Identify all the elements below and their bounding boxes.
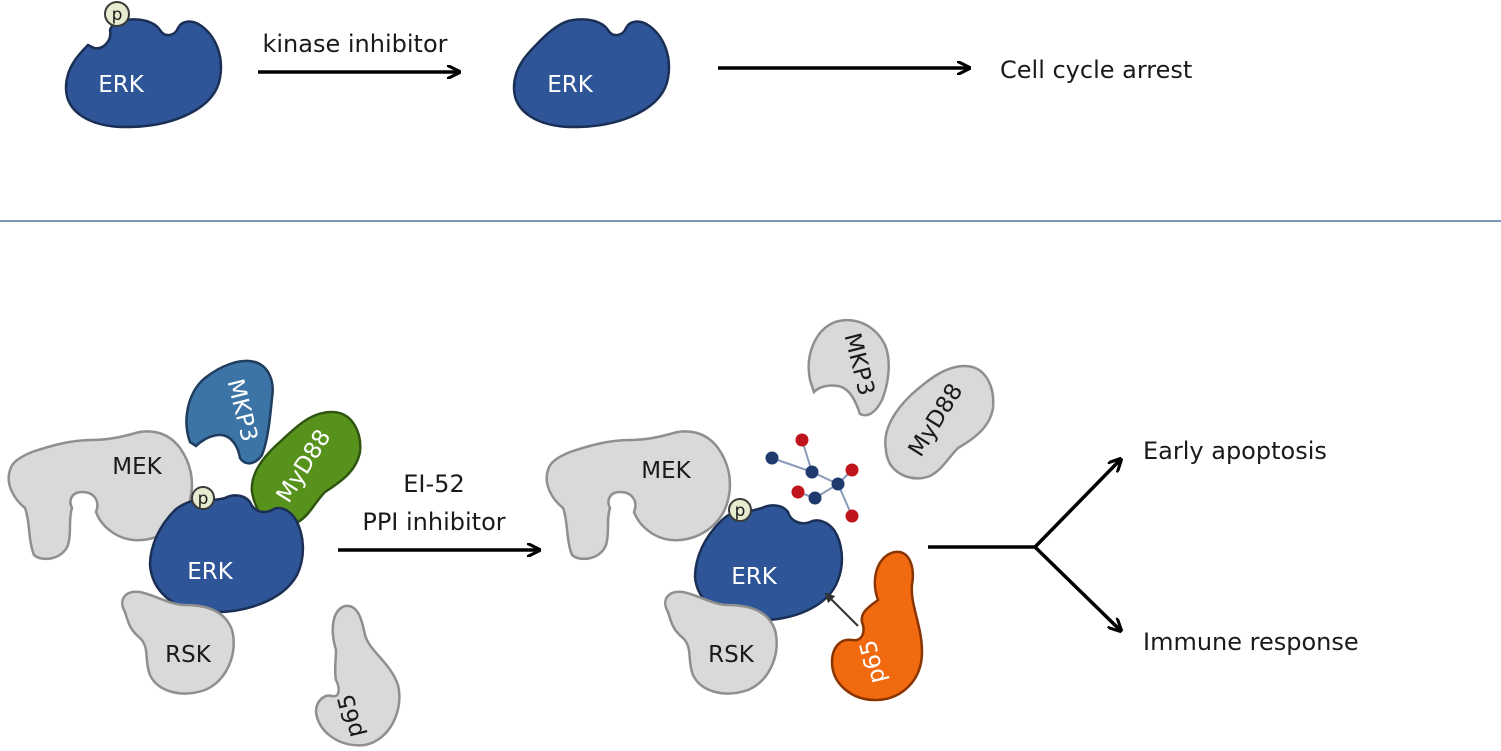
cell-cycle-arrest-label: Cell cycle arrest: [1000, 56, 1192, 84]
mek-protein: MEK: [545, 430, 732, 561]
phosphate-circle: [728, 498, 752, 522]
erk-label: ERK: [187, 559, 234, 585]
p65-protein-active: p65: [830, 550, 924, 702]
erk-protein: ERK p: [693, 498, 844, 622]
rsk-protein: RSK: [664, 590, 778, 695]
kinase-inhibitor-label: kinase inhibitor: [262, 30, 447, 58]
rsk-protein: RSK: [121, 590, 235, 695]
phosphate-circle: [191, 486, 215, 510]
top-panel: ERK p kinase inhibitor ERK Cell cycle ar…: [64, 1, 1192, 129]
branch-upper-arrow: [1033, 460, 1120, 549]
early-apoptosis-label: Early apoptosis: [1143, 437, 1327, 465]
erk-protein: ERK p: [148, 486, 305, 614]
molecule-node: [845, 463, 859, 477]
myd88-protein: MyD88: [884, 364, 995, 480]
phosphate-label: p: [735, 501, 746, 521]
immune-response-label: Immune response: [1143, 628, 1359, 656]
erk-label: ERK: [547, 72, 594, 98]
ei52-label: EI-52: [403, 470, 464, 498]
ppi-inhibitor-label: PPI inhibitor: [362, 508, 505, 536]
p65-protein: p65: [314, 604, 401, 747]
mek-protein: MEK: [7, 430, 194, 561]
molecule-node: [791, 485, 805, 499]
phosphate-label: p: [112, 5, 123, 25]
rsk-label: RSK: [708, 642, 755, 668]
molecule-node: [795, 433, 809, 447]
erk-label: ERK: [731, 564, 778, 590]
mkp3-protein: MKP3: [807, 318, 890, 417]
mkp3-protein: MKP3: [185, 359, 274, 465]
erk-label: ERK: [98, 72, 145, 98]
molecule-node: [831, 477, 845, 491]
erk-dephosphorylated: ERK: [512, 18, 671, 129]
bottom-left-complex: MEK MKP3 MyD88 ERK p RSK p65: [7, 359, 401, 747]
ppi-inhibitor-step: EI-52 PPI inhibitor: [338, 470, 538, 550]
outcome-branch: Early apoptosis Immune response: [928, 437, 1359, 656]
mek-label: MEK: [112, 454, 162, 480]
phosphate-label: p: [198, 489, 209, 509]
molecule-node: [845, 509, 859, 523]
phosphate-circle: [104, 1, 130, 27]
molecule-node: [765, 451, 779, 465]
branch-lower-arrow: [1033, 545, 1120, 630]
bottom-right-complex: MEK ERK p RSK MKP3 MyD88: [545, 318, 995, 702]
rsk-label: RSK: [165, 642, 212, 668]
molecule-node: [805, 465, 819, 479]
ei52-molecule: [765, 433, 859, 523]
molecule-node: [808, 491, 822, 505]
erk-phosphorylated: ERK p: [64, 1, 223, 129]
mek-label: MEK: [641, 458, 691, 484]
p65-binding-arrow: [824, 592, 859, 627]
